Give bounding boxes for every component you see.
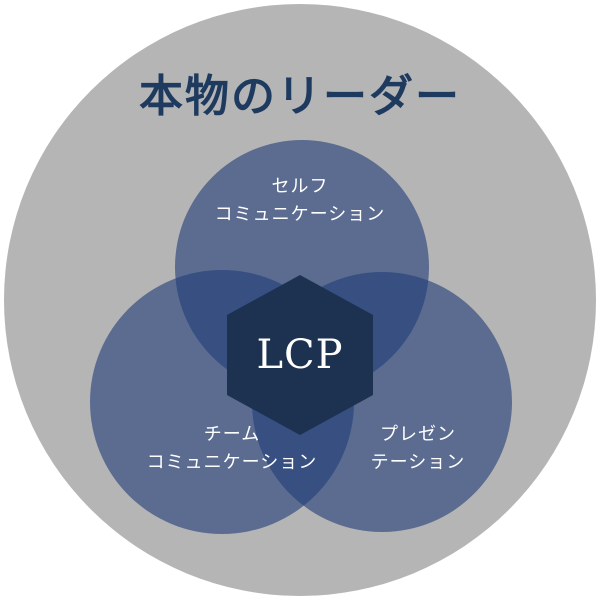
label-line-1: プレゼン bbox=[380, 424, 456, 444]
label-line-2: コミュニケーション bbox=[214, 204, 386, 224]
label-line-1: チーム bbox=[203, 424, 261, 444]
center-label: LCP bbox=[256, 332, 344, 378]
label-line-1: セルフ bbox=[271, 176, 329, 196]
label-presentation: プレゼン テーション bbox=[288, 420, 548, 476]
label-line-2: テーション bbox=[370, 452, 466, 472]
diagram-title: 本物のリーダー bbox=[139, 71, 461, 122]
label-team-communication: チーム コミュニケーション bbox=[102, 420, 362, 476]
label-line-2: コミュニケーション bbox=[146, 452, 318, 472]
label-self-communication: セルフ コミュニケーション bbox=[170, 172, 430, 228]
